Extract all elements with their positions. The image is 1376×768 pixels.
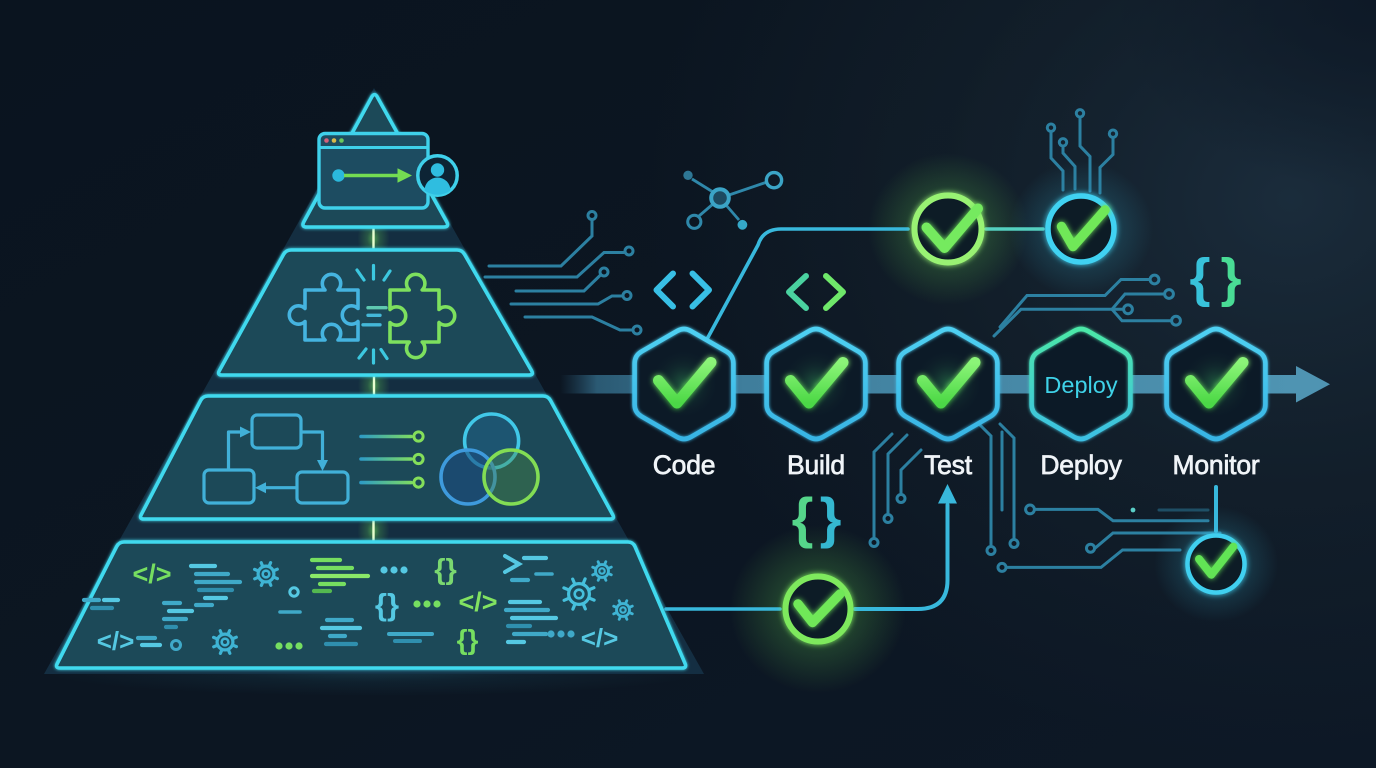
svg-text:</>: </> — [458, 587, 497, 617]
svg-text:Code: Code — [653, 450, 716, 480]
svg-text:Monitor: Monitor — [1173, 450, 1260, 480]
svg-text:</>: </> — [581, 623, 619, 653]
svg-text:Deploy: Deploy — [1044, 372, 1117, 398]
svg-text:</>: </> — [97, 626, 135, 656]
svg-text:Build: Build — [787, 450, 845, 480]
svg-text:Test: Test — [924, 450, 973, 480]
svg-text:Deploy: Deploy — [1040, 450, 1122, 480]
svg-text:{}: {} — [434, 554, 457, 586]
svg-text:</>: </> — [132, 559, 171, 589]
svg-text:{: { — [1189, 248, 1210, 308]
svg-text:{}: {} — [375, 587, 399, 622]
svg-text:{: { — [792, 486, 814, 549]
svg-text:}: } — [1220, 248, 1241, 308]
svg-text:}: } — [820, 486, 842, 549]
svg-text:{}: {} — [457, 624, 479, 655]
